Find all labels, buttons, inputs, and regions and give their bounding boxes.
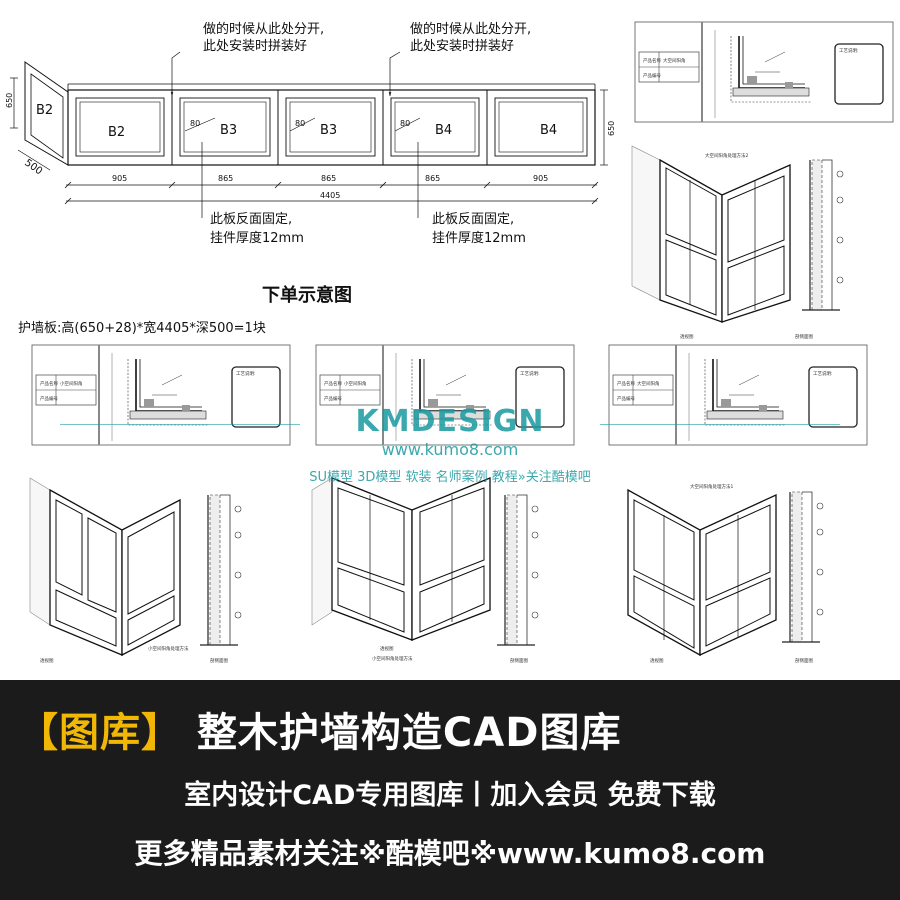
card-4-code-label: 产品编号 <box>617 395 635 402</box>
cad-drawing-sheet: 做的时候从此处分开, 此处安装时拼装好 做的时候从此处分开, 此处安装时拼装好 … <box>0 0 900 680</box>
dim-width-4: 865 <box>425 174 440 183</box>
watermark-url: www.kumo8.com <box>381 440 519 459</box>
detail-card-top-right: 产品名称 大空间阳角 产品编号 工艺说明: <box>634 21 894 123</box>
dim-width-5: 905 <box>533 174 548 183</box>
panel-frame-inner <box>394 101 476 153</box>
panel-frames <box>75 90 588 165</box>
perspective-top-right: 大空间阳角处理方法2 透视图 剖侧面图 <box>631 145 844 340</box>
panel-label-b4-b: B4 <box>540 123 557 138</box>
method-3: 小空间阳角处理方法 <box>372 655 413 662</box>
card-1-code-label: 产品编号 <box>643 72 661 79</box>
note-fix-2-line2: 挂件厚度12mm <box>432 230 526 246</box>
order-title: 下单示意图 <box>262 284 352 306</box>
panel-frame-inner <box>289 101 372 153</box>
panel-label-b4-a: B4 <box>435 123 452 138</box>
dim-width-3: 865 <box>321 174 336 183</box>
panel-label-b3-a: B3 <box>220 123 237 138</box>
card-3-name-label: 产品名称 <box>324 380 342 387</box>
footer-banner <box>0 680 900 900</box>
card-2-process-label: 工艺说明: <box>236 370 256 377</box>
dim-80-1: 80 <box>190 119 200 128</box>
dim-80-3: 80 <box>400 119 410 128</box>
method-2: 小空间阳角处理方法 <box>148 645 189 652</box>
dimension-tick <box>274 181 282 189</box>
note-fix-1-line2: 挂件厚度12mm <box>210 230 304 246</box>
elevation-drawing <box>10 51 608 218</box>
card-3-code-label: 产品编号 <box>324 395 342 402</box>
panel-frame-outer <box>285 97 376 157</box>
watermark-line-right <box>600 424 840 425</box>
method-4: 大空间阳角处理方法1 <box>690 483 733 490</box>
dimension-tick <box>483 181 491 189</box>
card-2-code-label: 产品编号 <box>40 395 58 402</box>
perspective-bottom-middle: 透视图 小空间阳角处理方法 剖侧面图 <box>311 477 539 664</box>
dim-depth: 500 <box>22 157 44 177</box>
card-2-name-label: 产品名称 <box>40 380 58 387</box>
perspective-bottom-left: 透视图 小空间阳角处理方法 剖侧面图 <box>29 477 242 664</box>
note-split-1-line1: 做的时候从此处分开, <box>203 21 324 37</box>
watermark-tagline: SU模型 3D模型 软装 名师案例 教程»关注酷模吧 <box>309 470 591 485</box>
dimension-tick <box>591 181 599 189</box>
panel-frame-outer <box>75 97 165 157</box>
panel-label-b3-b: B3 <box>320 123 337 138</box>
detail-card-row-2: 产品名称 小空间阳角 产品编号 工艺说明: <box>315 344 575 446</box>
dim-width-1: 905 <box>112 174 127 183</box>
dim-height-right: 650 <box>607 121 616 136</box>
footer-title-text: 整木护墙构造CAD图库 <box>196 710 622 756</box>
note-split-1-line2: 此处安装时拼装好 <box>203 39 307 54</box>
dim-width-2: 865 <box>218 174 233 183</box>
footer-more: 更多精品素材关注※酷模吧※www.kumo8.com <box>134 837 766 870</box>
footer-tag: 【图库】 <box>18 710 182 756</box>
perspective-bottom-right: 大空间阳角处理方法1 透视图 剖侧面图 <box>627 483 824 664</box>
dimension-tick <box>591 197 599 205</box>
side-label-2: 剖侧面图 <box>210 657 228 664</box>
card-1-name-label: 产品名称 <box>643 57 661 64</box>
view-label-2: 透视图 <box>40 657 54 664</box>
panel-frame-inner <box>183 101 267 153</box>
card-2-name: 小空间阳角 <box>60 380 83 387</box>
watermark-line-left <box>60 424 300 425</box>
panel-label-b2: B2 <box>108 125 125 140</box>
dimension-tick <box>64 181 72 189</box>
panel-frame-outer <box>494 97 588 157</box>
note-fix-2-line1: 此板反面固定, <box>432 212 514 227</box>
dimension-ticks <box>64 181 599 205</box>
card-3-name: 小空间阳角 <box>344 380 367 387</box>
watermark-brand: KMDESIGN <box>355 404 545 439</box>
card-4-name: 大空间阳角 <box>637 380 660 387</box>
dimension-tick <box>168 181 176 189</box>
footer-subtitle: 室内设计CAD专用图库丨加入会员 免费下载 <box>184 780 716 811</box>
card-3-process-label: 工艺说明: <box>520 370 540 377</box>
card-1-name: 大空间阳角 <box>663 57 686 64</box>
view-label-4: 透视图 <box>650 657 664 664</box>
footer-title: 【图库】 整木护墙构造CAD图库 <box>18 700 898 758</box>
card-4-process-label: 工艺说明: <box>813 370 833 377</box>
method-1: 大空间阳角处理方法2 <box>705 152 748 159</box>
dim-80-2: 80 <box>295 119 305 128</box>
side-label-3: 剖侧面图 <box>510 657 528 664</box>
note-fix-1-line1: 此板反面固定, <box>210 212 292 227</box>
panel-frame-inner <box>498 101 584 153</box>
dim-total: 4405 <box>320 191 340 200</box>
detail-card-row-1: 产品名称 小空间阳角 产品编号 工艺说明: <box>31 344 291 446</box>
view-label-3: 透视图 <box>380 645 394 652</box>
detail-card-row-3: 产品名称 大空间阳角 产品编号 工艺说明: <box>608 344 868 446</box>
panel-label-b2-return: B2 <box>36 103 53 118</box>
card-4-name-label: 产品名称 <box>617 380 635 387</box>
cad-drawing: 做的时候从此处分开, 此处安装时拼装好 做的时候从此处分开, 此处安装时拼装好 … <box>5 21 894 664</box>
dimension-tick <box>64 197 72 205</box>
dimension-tick <box>379 181 387 189</box>
panel-frame-outer <box>390 97 480 157</box>
note-split-2-line1: 做的时候从此处分开, <box>410 21 531 37</box>
panel-frame-outer <box>179 97 271 157</box>
card-1-process-label: 工艺说明: <box>839 47 859 54</box>
dim-height-left: 650 <box>5 93 14 108</box>
side-label-4: 剖侧面图 <box>795 657 813 664</box>
order-spec: 护墙板:高(650+28)*宽4405*深500=1块 <box>18 320 266 336</box>
panel-frame-inner <box>79 101 161 153</box>
view-label-1: 透视图 <box>680 333 694 340</box>
note-split-2-line2: 此处安装时拼装好 <box>410 39 514 54</box>
side-label-1: 剖侧面图 <box>795 333 813 340</box>
